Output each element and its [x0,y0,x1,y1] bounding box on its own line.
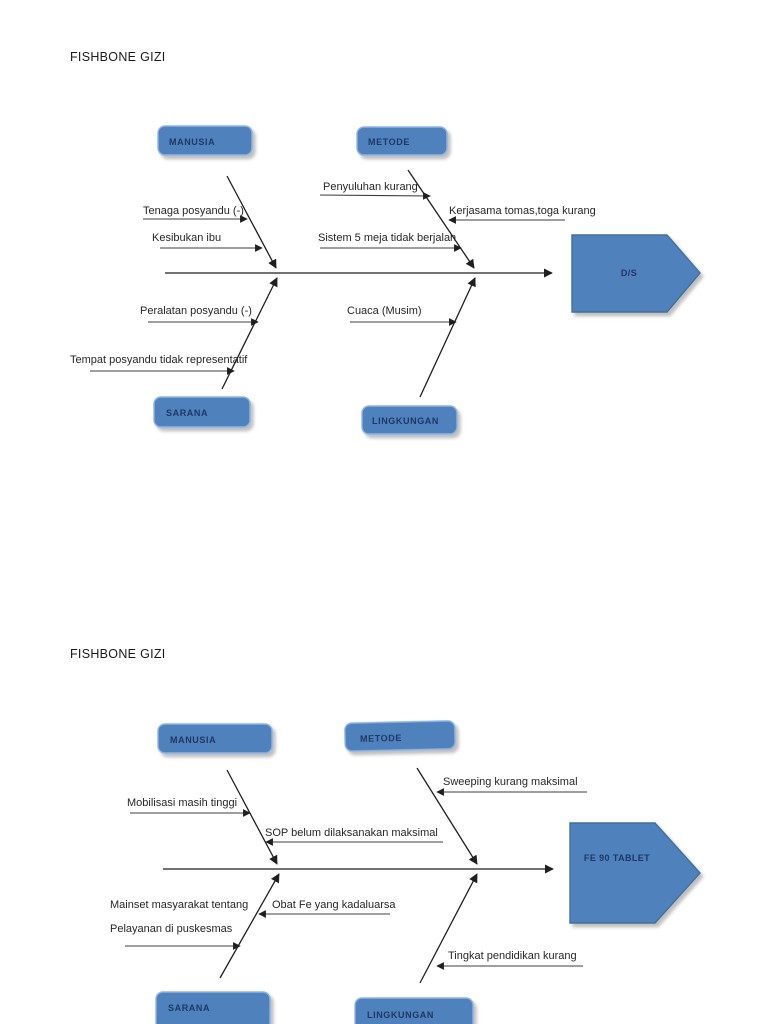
rib-manusia [226,175,277,269]
cause-label-kerjasama-tomas: Kerjasama tomas,toga kurang [449,205,596,217]
category-box-sarana: SARANA [153,396,251,428]
category-box-label: MANUSIA [170,735,216,745]
cause-label-sop-belum: SOP belum dilaksanakan maksimal [265,827,438,839]
category-box-shape [157,723,273,754]
effect-arrow-shape [571,234,701,313]
cause-label-obat-fe: Obat Fe yang kadaluarsa [272,899,396,911]
fishbone-diagram-top: FISHBONE GIZI MANUSIA METODE SARANA [70,50,701,435]
effect-arrow-label: D/S [621,268,637,278]
rib-lingkungan [419,277,476,398]
fishbone-diagram-bottom: FISHBONE GIZI MANUSIA METODE SARANA [70,647,701,1024]
rib-manusia [226,769,278,865]
effect-arrow-shape [569,822,701,924]
effect-arrow-ds: D/S [571,234,701,313]
category-box-shape [356,126,448,156]
category-box-shape [153,396,251,428]
category-box-label: SARANA [168,1003,210,1013]
category-box-label: METODE [368,137,410,147]
page-title: FISHBONE GIZI [70,50,166,64]
cause-label-cuaca-musim: Cuaca (Musim) [347,305,422,317]
rib-sarana [219,873,280,979]
category-box-metode: METODE [344,720,456,752]
cause-label-mainset-line1: Mainset masyarakat tentang [110,899,248,911]
category-box-label: LINGKUNGAN [372,416,439,426]
category-box-manusia: MANUSIA [157,723,273,754]
category-box-label: SARANA [166,408,208,418]
cause-label-peralatan-posyandu: Peralatan posyandu (-) [140,305,252,317]
cause-label-kesibukan-ibu: Kesibukan ibu [152,232,221,244]
cause-label-mobilisasi: Mobilisasi masih tinggi [127,797,237,809]
category-box-shape [155,991,271,1024]
category-box-shape [157,125,253,156]
category-box-label: LINGKUNGAN [367,1010,434,1020]
cause-label-mainset-line2: Pelayanan di puskesmas [110,923,233,935]
category-box-sarana: SARANA [155,991,271,1024]
cause-label-penyuluhan-kurang: Penyuluhan kurang [323,181,418,193]
category-box-lingkungan: LINGKUNGAN [354,997,474,1024]
cause-label-sistem-5-meja: Sistem 5 meja tidak berjalan [318,232,456,244]
category-box-label: MANUSIA [169,137,215,147]
category-box-manusia: MANUSIA [157,125,253,156]
category-box-shape [354,997,474,1024]
page-title: FISHBONE GIZI [70,647,166,661]
cause-arrow-penyuluhan-kurang [319,192,431,200]
rib-sarana [221,277,278,390]
effect-arrow-fe90: FE 90 TABLET [569,822,701,924]
category-box-shape [361,405,458,435]
rib-lingkungan [419,873,478,984]
effect-arrow-label: FE 90 TABLET [584,853,650,863]
cause-label-tempat-posyandu: Tempat posyandu tidak representatif [70,354,248,366]
rib-metode [407,169,475,269]
cause-label-tingkat-pendidikan: Tingkat pendidikan kurang [448,950,577,962]
category-box-metode: METODE [356,126,448,156]
category-box-shape [344,720,456,752]
cause-label-sweeping: Sweeping kurang maksimal [443,776,578,788]
category-box-lingkungan: LINGKUNGAN [361,405,458,435]
cause-label-tenaga-posyandu: Tenaga posyandu (-) [143,205,244,217]
rib-metode [416,767,478,865]
category-box-label: METODE [360,733,402,744]
